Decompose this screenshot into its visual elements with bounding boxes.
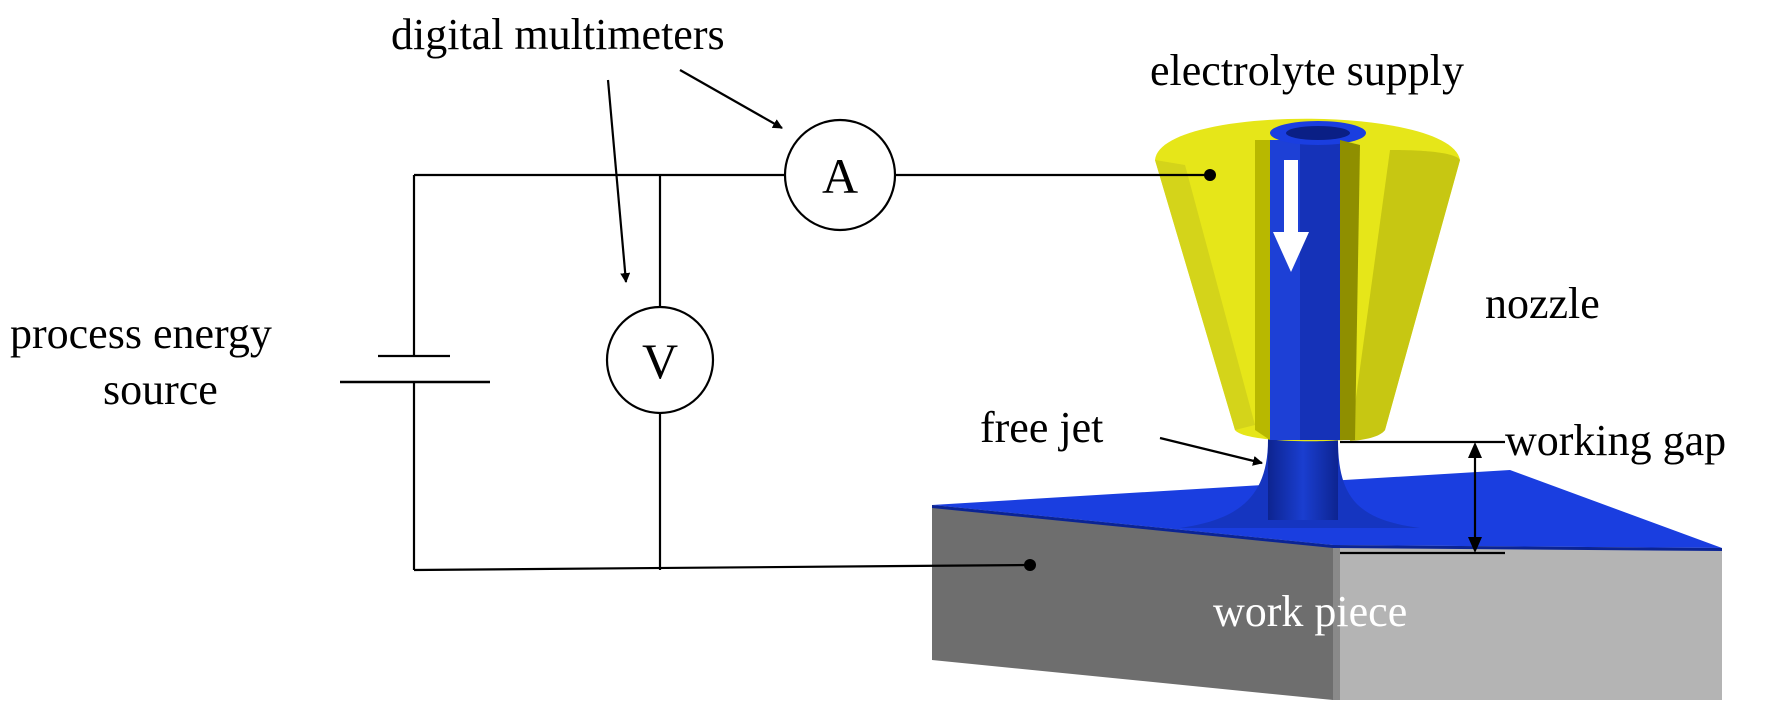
nozzle <box>1155 118 1460 442</box>
nozzle-bore-top-hole <box>1286 126 1350 140</box>
pointer-to-free-jet <box>1159 436 1263 466</box>
label-work-piece: work piece <box>1213 587 1407 636</box>
electrolyte-surface-edge-right <box>1333 545 1722 551</box>
label-free-jet: free jet <box>980 403 1103 452</box>
nozzle-cut-left <box>1155 160 1255 430</box>
label-nozzle: nozzle <box>1485 279 1600 328</box>
circuit-wires <box>412 169 1216 572</box>
working-gap-dimension <box>1340 440 1505 555</box>
wire-bottom <box>413 563 1031 572</box>
label-electrolyte-supply: electrolyte supply <box>1150 46 1464 95</box>
contact-dot-nozzle <box>1204 169 1216 181</box>
label-process-energy: process energy <box>10 309 272 358</box>
contact-dot-workpiece <box>1024 559 1036 571</box>
ammeter: A <box>783 118 897 232</box>
label-source: source <box>103 365 218 414</box>
down-arrow-icon <box>1273 160 1309 272</box>
voltmeter: V <box>605 305 715 415</box>
nozzle-wall-left-face <box>1255 140 1270 440</box>
work-piece-front-right <box>1333 545 1722 700</box>
battery-icon <box>340 354 490 384</box>
pointer-to-ammeter <box>679 69 783 129</box>
voltmeter-symbol: V <box>642 333 678 389</box>
ammeter-symbol: A <box>822 148 858 204</box>
label-working-gap: working gap <box>1505 416 1726 465</box>
label-digital-multimeters: digital multimeters <box>391 10 725 59</box>
nozzle-wall-right-face <box>1340 140 1360 440</box>
electrolyte-surface-edge <box>932 505 1333 548</box>
work-piece-front-right-dark <box>1333 545 1340 700</box>
nozzle-shade-right <box>1350 150 1460 441</box>
pointer-to-voltmeter <box>606 79 631 283</box>
work-piece-front-left <box>932 505 1333 700</box>
